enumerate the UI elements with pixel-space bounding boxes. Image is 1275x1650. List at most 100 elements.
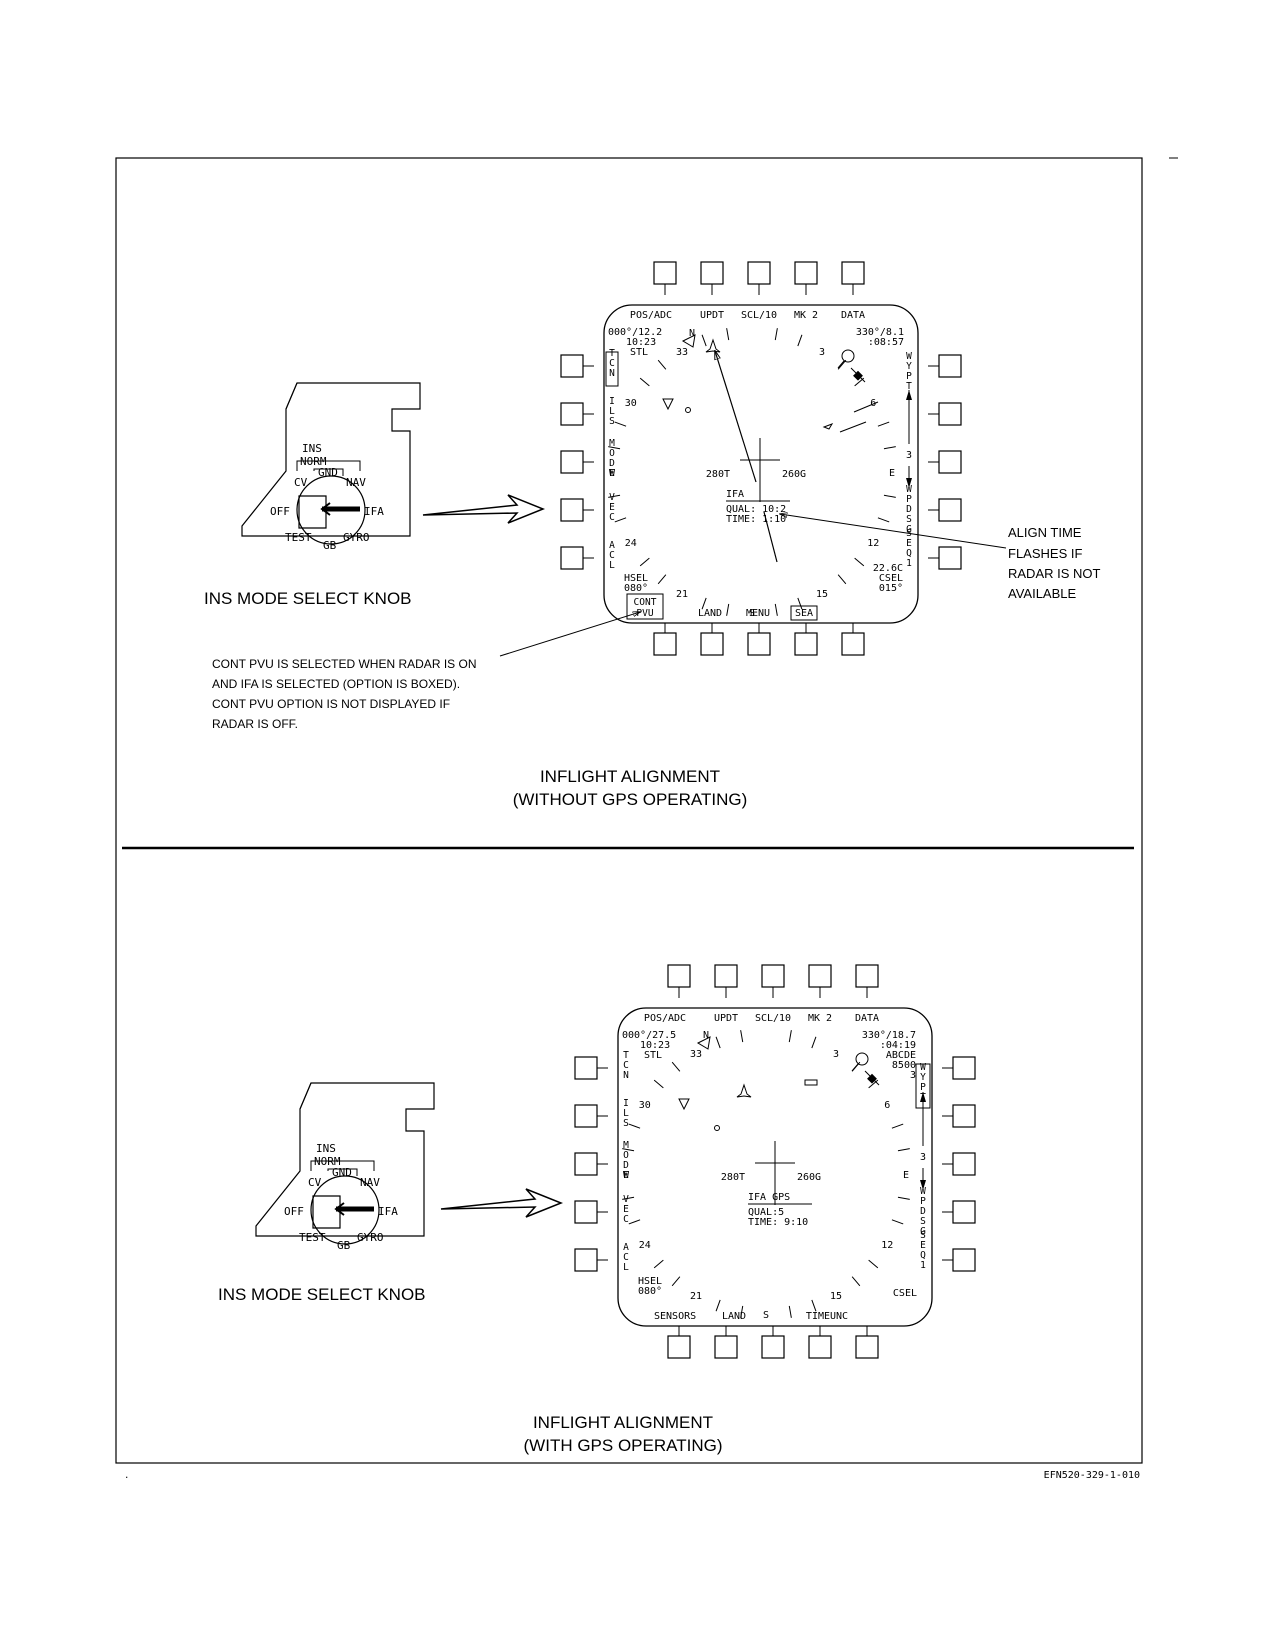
track-readout: 280T: [706, 469, 730, 480]
top-pushbutton-1[interactable]: [653, 261, 677, 285]
target-symbol: [850, 367, 866, 383]
left-option-label: MODE: [623, 1140, 629, 1181]
knob-label-ins: INS: [316, 1142, 336, 1155]
top-pushbutton-3[interactable]: [747, 261, 771, 285]
left-pushbutton-2[interactable]: [560, 402, 584, 426]
right-pushbutton-1[interactable]: [952, 1056, 976, 1080]
top-pushbutton-5[interactable]: [841, 261, 865, 285]
bottom-pushbutton-1[interactable]: [667, 1335, 691, 1359]
compass-tick: [891, 1219, 904, 1225]
left-option-label-char: C: [609, 550, 615, 561]
right-pushbutton-2[interactable]: [938, 402, 962, 426]
bottom-pushbutton-2[interactable]: [700, 632, 724, 656]
compass-label-N: N: [703, 1030, 709, 1041]
right-option-label-char: P: [906, 494, 912, 505]
alignment-mode: IFA GPS: [748, 1192, 790, 1203]
right-pushbutton-5[interactable]: [938, 546, 962, 570]
pointer-arrow: [440, 1188, 564, 1218]
compass-tick: [877, 421, 890, 427]
compass-tick: [622, 1148, 635, 1152]
cont-pvu-line: RADAR IS OFF.: [212, 717, 298, 731]
right-pushbutton-1[interactable]: [938, 354, 962, 378]
compass-label-30: 30: [625, 398, 637, 409]
left-pushbutton-1[interactable]: [560, 354, 584, 378]
right-option-label-char: D: [920, 1206, 926, 1217]
bottom-pushbutton-3[interactable]: [747, 632, 771, 656]
ddi-screen-frame: [617, 1007, 933, 1327]
bottom-pushbutton-2[interactable]: [714, 1335, 738, 1359]
cont-pvu-leader: [499, 612, 640, 657]
bearing-tick: [853, 401, 879, 413]
left-pushbutton-5[interactable]: [574, 1248, 598, 1272]
search-marker-handle: [851, 1063, 859, 1072]
right-option-label-char: P: [920, 1082, 926, 1093]
compass-tick: [897, 1196, 910, 1200]
compass-tick: [854, 557, 865, 567]
right-option-label-char: S: [920, 1230, 926, 1241]
csel-readout: 22.6C: [873, 563, 903, 574]
right-pushbutton-3[interactable]: [952, 1152, 976, 1176]
top-pushbutton-2[interactable]: [700, 261, 724, 285]
left-option-label: TCN: [609, 348, 615, 379]
compass-tick: [897, 1148, 910, 1152]
groundspeed-readout: 260G: [782, 469, 806, 480]
left-option-label: ACL: [623, 1242, 629, 1273]
left-option-label-char: O: [609, 448, 615, 459]
left-pushbutton-3[interactable]: [574, 1152, 598, 1176]
top-pushbutton-3[interactable]: [761, 964, 785, 988]
bottom-pushbutton-5[interactable]: [841, 632, 865, 656]
right-pushbutton-4[interactable]: [938, 498, 962, 522]
cont-pvu-note: CONT PVU IS SELECTED WHEN RADAR IS ON AN…: [212, 612, 640, 731]
bottom-pushbutton-4[interactable]: [794, 632, 818, 656]
knob-label-gb: GB: [337, 1239, 351, 1252]
bottom-pushbutton-3[interactable]: [761, 1335, 785, 1359]
top-option-label: POS/ADC: [644, 1013, 686, 1024]
tacan-symbol: [662, 398, 674, 411]
left-pushbutton-2[interactable]: [574, 1104, 598, 1128]
bottom-pushbutton-1[interactable]: [653, 632, 677, 656]
top-pushbutton-1[interactable]: [667, 964, 691, 988]
top-pushbutton-2[interactable]: [714, 964, 738, 988]
time-readout: 10:23: [626, 337, 656, 348]
top-option-label: DATA: [855, 1013, 879, 1024]
top-option-label: UPDT: [714, 1013, 738, 1024]
top-option-label: SCL/10: [755, 1013, 791, 1024]
waypoint-symbol: [696, 1036, 711, 1050]
compass-tick: [774, 328, 778, 341]
knob-label-gyro: GYRO: [357, 1231, 384, 1244]
top-pushbutton-5[interactable]: [855, 964, 879, 988]
left-pushbutton-4[interactable]: [560, 498, 584, 522]
compass-tick: [811, 1036, 817, 1049]
left-pushbutton-1[interactable]: [574, 1056, 598, 1080]
left-pushbutton-4[interactable]: [574, 1200, 598, 1224]
knob-label-ifa: IFA: [378, 1205, 398, 1218]
right-option-label-char: W: [920, 1186, 926, 1197]
align-time-line: ALIGN TIME: [1008, 525, 1082, 540]
left-option-label-char: C: [609, 512, 615, 523]
compass-tick: [811, 1299, 817, 1312]
left-option-label: MODE: [609, 438, 615, 479]
left-pushbutton-5[interactable]: [560, 546, 584, 570]
csel-readout: CSEL: [893, 1288, 917, 1299]
knob-label-test: TEST: [285, 531, 312, 544]
left-pushbutton-3[interactable]: [560, 450, 584, 474]
top-pushbutton-4[interactable]: [794, 261, 818, 285]
bottom-pushbutton-4[interactable]: [808, 1335, 832, 1359]
left-option-label-char: E: [623, 1170, 629, 1181]
tcn-box: [605, 351, 619, 387]
target-symbol: [864, 1070, 880, 1086]
compass-label-3: 3: [819, 347, 825, 358]
right-pushbutton-5[interactable]: [952, 1248, 976, 1272]
bottom-pushbutton-5[interactable]: [855, 1335, 879, 1359]
left-option-label-char: O: [623, 1150, 629, 1161]
alignment-quality: QUAL: 10:2: [726, 504, 786, 515]
left-option-label-char: V: [609, 492, 615, 503]
right-pushbutton-2[interactable]: [952, 1104, 976, 1128]
compass-tick: [614, 517, 627, 523]
compass-tick: [657, 574, 667, 585]
right-pushbutton-4[interactable]: [952, 1200, 976, 1224]
compass-tick: [837, 359, 847, 370]
right-pushbutton-3[interactable]: [938, 450, 962, 474]
top-pushbutton-4[interactable]: [808, 964, 832, 988]
